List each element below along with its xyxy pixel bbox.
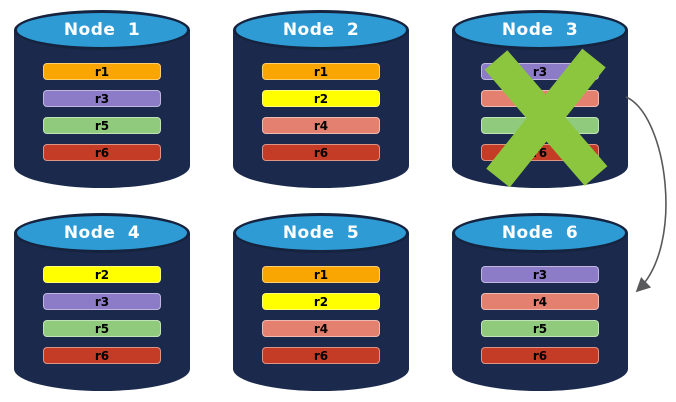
cylinder-body (14, 30, 190, 188)
node-title: Node 4 (63, 223, 141, 243)
replica-label: r1 (313, 267, 329, 282)
failure-x-icon (484, 48, 608, 188)
db-node-4: Node 4 r2 r3 r5 r6 (14, 213, 190, 391)
replica-label: r3 (532, 267, 548, 282)
cylinder-top: Node 3 (452, 10, 628, 50)
replica-label: r3 (532, 64, 548, 79)
replica-label: r3 (94, 294, 110, 309)
replica-bar-r3: r3 (43, 293, 161, 310)
replica-bar-r6: r6 (262, 347, 380, 364)
replica-bar-r5: r5 (43, 117, 161, 134)
replica-bar-r6: r6 (481, 347, 599, 364)
replica-label: r5 (94, 321, 110, 336)
node-grid: Node 1 r1 r3 r5 r6 Node 2 r1 r2 r4 r6 Node 3 r… (14, 10, 628, 391)
replica-list: r1 r3 r5 r6 (43, 63, 161, 161)
replica-label: r5 (94, 118, 110, 133)
cylinder-body (233, 233, 409, 391)
replica-label: r4 (313, 118, 329, 133)
replica-bar-r6: r6 (262, 144, 380, 161)
replica-bar-r5: r5 (481, 320, 599, 337)
cylinder-top: Node 1 (14, 10, 190, 50)
replica-label: r3 (94, 91, 110, 106)
replica-list: r1 r2 r4 r6 (262, 266, 380, 364)
replica-bar-r6: r6 (43, 144, 161, 161)
replica-label: r4 (313, 321, 329, 336)
db-node-6: Node 6 r3 r4 r5 r6 (452, 213, 628, 391)
replica-label: r6 (532, 348, 548, 363)
node-title: Node 6 (501, 223, 579, 243)
replica-bar-r3: r3 (481, 266, 599, 283)
cylinder-body (233, 30, 409, 188)
replica-bar-r1: r1 (262, 63, 380, 80)
replica-bar-r4: r4 (262, 320, 380, 337)
replica-label: r4 (532, 294, 548, 309)
replica-bar-r6: r6 (43, 347, 161, 364)
replica-bar-r4: r4 (262, 117, 380, 134)
node-title: Node 5 (282, 223, 360, 243)
cylinder-top: Node 5 (233, 213, 409, 253)
replica-label: r6 (94, 348, 110, 363)
replica-bar-r3: r3 (43, 90, 161, 107)
replica-label: r6 (94, 145, 110, 160)
replica-bar-r5: r5 (43, 320, 161, 337)
node-title: Node 2 (282, 20, 360, 40)
replica-label: r5 (532, 321, 548, 336)
replica-label: r2 (94, 267, 110, 282)
db-node-1: Node 1 r1 r3 r5 r6 (14, 10, 190, 188)
cylinder-top: Node 4 (14, 213, 190, 253)
db-node-5: Node 5 r1 r2 r4 r6 (233, 213, 409, 391)
replica-label: r2 (313, 91, 329, 106)
cylinder-top: Node 6 (452, 213, 628, 253)
replica-label: r6 (313, 145, 329, 160)
cylinder-top: Node 2 (233, 10, 409, 50)
replica-bar-r4: r4 (481, 293, 599, 310)
db-node-2: Node 2 r1 r2 r4 r6 (233, 10, 409, 188)
replica-bar-r2: r2 (43, 266, 161, 283)
cylinder-body (452, 233, 628, 391)
node-title: Node 3 (501, 20, 579, 40)
replica-bar-r1: r1 (262, 266, 380, 283)
replica-list: r2 r3 r5 r6 (43, 266, 161, 364)
replica-bar-r2: r2 (262, 90, 380, 107)
replica-list: r3 r4 r5 r6 (481, 266, 599, 364)
node-title: Node 1 (63, 20, 141, 40)
replica-label: r1 (94, 64, 110, 79)
replica-label: r2 (313, 294, 329, 309)
replica-label: r1 (313, 64, 329, 79)
cylinder-body (14, 233, 190, 391)
replica-bar-r1: r1 (43, 63, 161, 80)
replica-label: r6 (313, 348, 329, 363)
replica-list: r1 r2 r4 r6 (262, 63, 380, 161)
replica-bar-r2: r2 (262, 293, 380, 310)
